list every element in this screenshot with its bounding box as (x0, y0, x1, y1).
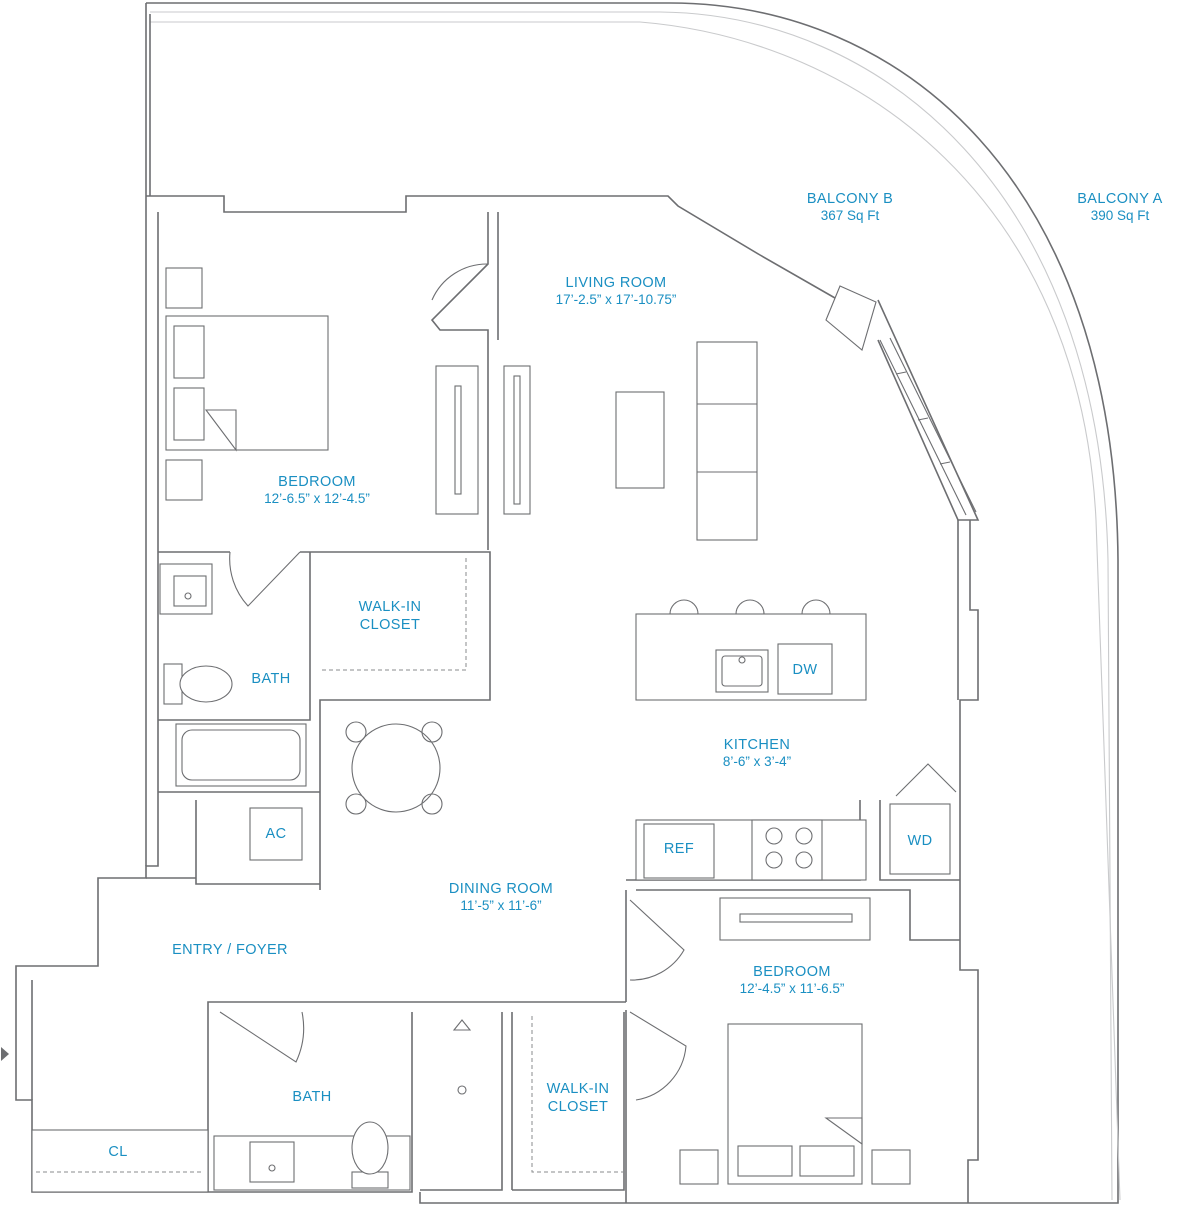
balcony-b-size: 367 Sq Ft (820, 208, 880, 224)
kitchen-label: KITCHEN 8’-6” x 3’-4” (687, 736, 827, 771)
kitchen-size: 8’-6” x 3’-4” (722, 754, 792, 770)
dishwasher-label: DW (778, 661, 832, 679)
balcony-outline (145, 2, 1121, 1204)
closet-label: CL (88, 1143, 148, 1161)
bath-2-fixtures (213, 1019, 472, 1191)
balcony-a-label: BALCONY A 390 Sq Ft (1060, 190, 1180, 225)
bay-window (825, 285, 977, 516)
kitchen-name: KITCHEN (723, 737, 791, 753)
ac-closet (249, 807, 303, 861)
bath-1-name: BATH (251, 671, 291, 687)
dining-room-name: DINING ROOM (448, 881, 554, 897)
walk-in-closet-1-label: WALK-IN CLOSET (330, 598, 450, 634)
bedroom-2-label: BEDROOM 12’-4.5” x 11’-6.5” (712, 963, 872, 998)
entry-foyer-name: ENTRY / FOYER (172, 942, 288, 958)
ac-label: AC (250, 825, 302, 843)
walk-in-closet-1-line2: CLOSET (359, 617, 421, 634)
bedroom-1-label: BEDROOM 12’-6.5” x 12’-4.5” (237, 473, 397, 508)
refrigerator-text: REF (663, 841, 695, 857)
bedroom-2-name: BEDROOM (753, 964, 831, 980)
dishwasher-text: DW (792, 662, 818, 678)
interior-walls (146, 212, 960, 1203)
walk-in-closet-1-line1: WALK-IN (358, 599, 422, 615)
walk-in-closet-2-label: WALK-IN CLOSET (518, 1080, 638, 1116)
balcony-a-name: BALCONY A (1077, 191, 1163, 207)
walk-in-closet-1 (322, 556, 467, 671)
entry-foyer-label: ENTRY / FOYER (160, 941, 300, 959)
walk-in-closet-2-line1: WALK-IN (546, 1081, 610, 1097)
balcony-a-size: 390 Sq Ft (1090, 208, 1150, 224)
dining-set (345, 721, 443, 815)
bath-2-label: BATH (272, 1088, 352, 1106)
balcony-b-name: BALCONY B (806, 191, 894, 207)
bedroom-1-furniture (165, 267, 531, 515)
balcony-b-label: BALCONY B 367 Sq Ft (790, 190, 910, 225)
refrigerator-label: REF (644, 840, 714, 858)
door-swings (219, 263, 687, 1101)
closets-2 (31, 1016, 624, 1193)
dining-room-label: DINING ROOM 11’-5” x 11’-6” (426, 880, 576, 915)
living-room-name: LIVING ROOM (565, 275, 667, 291)
bedroom-2-size: 12’-4.5” x 11’-6.5” (739, 981, 845, 997)
bedroom-1-size: 12’-6.5” x 12’-4.5” (264, 491, 370, 507)
kitchen-fixtures (635, 599, 957, 881)
washer-dryer-text: WD (907, 833, 933, 849)
entry-arrow-icon (1, 1047, 9, 1061)
living-room-size: 17’-2.5” x 17’-10.75” (555, 292, 677, 308)
bedroom-1-name: BEDROOM (278, 474, 356, 490)
living-room-furniture (615, 341, 758, 541)
washer-dryer-label: WD (890, 832, 950, 850)
bath-1-fixtures (159, 563, 307, 787)
living-room-label: LIVING ROOM 17’-2.5” x 17’-10.75” (536, 274, 696, 309)
ac-text: AC (265, 826, 287, 842)
dining-room-size: 11’-5” x 11’-6” (460, 898, 542, 914)
bedroom-2-furniture (679, 897, 911, 1185)
bath-2-name: BATH (292, 1089, 332, 1105)
bath-1-label: BATH (231, 670, 311, 688)
walk-in-closet-2-line2: CLOSET (547, 1099, 609, 1116)
closet-name: CL (108, 1144, 128, 1160)
